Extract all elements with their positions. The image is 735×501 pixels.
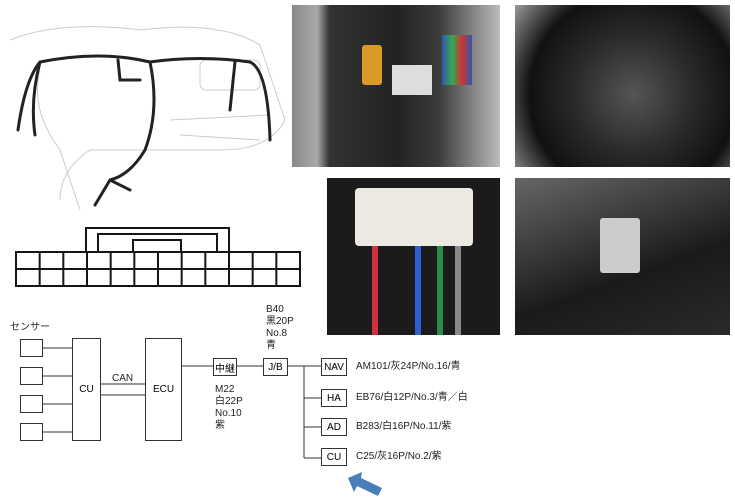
ad-block: AD bbox=[321, 418, 347, 436]
cu-target-info: C25/灰16P/No.2/紫 bbox=[356, 451, 442, 462]
nav-block: NAV bbox=[321, 358, 347, 376]
sensor-label: センサー bbox=[10, 322, 50, 333]
jb-block: J/B bbox=[263, 358, 288, 376]
can-label: CAN bbox=[112, 373, 134, 384]
photo-under-dash-wiring bbox=[292, 5, 500, 167]
sensor-box bbox=[20, 339, 43, 357]
cu-target-block: CU bbox=[321, 448, 347, 466]
photo-footwell-connector bbox=[515, 178, 730, 335]
sensor-box bbox=[20, 367, 43, 385]
arrow-pointer-icon bbox=[348, 472, 382, 496]
ecu-block: ECU bbox=[145, 338, 182, 441]
photo-engine-bay bbox=[515, 5, 730, 167]
relay-block: 中継 bbox=[213, 358, 237, 376]
dashboard-harness-sketch bbox=[9, 26, 286, 211]
cu-block: CU bbox=[72, 338, 101, 441]
ha-info: EB76/白12P/No.3/青／白 bbox=[356, 392, 468, 403]
ha-block: HA bbox=[321, 389, 347, 407]
sensor-box bbox=[20, 395, 43, 413]
connector-pinout-diagram bbox=[15, 227, 301, 287]
sensor-box bbox=[20, 423, 43, 441]
ad-info: B283/白16P/No.11/紫 bbox=[356, 421, 452, 432]
photo-connector-closeup bbox=[327, 178, 500, 335]
nav-info: AM101/灰24P/No.16/青 bbox=[356, 361, 461, 372]
